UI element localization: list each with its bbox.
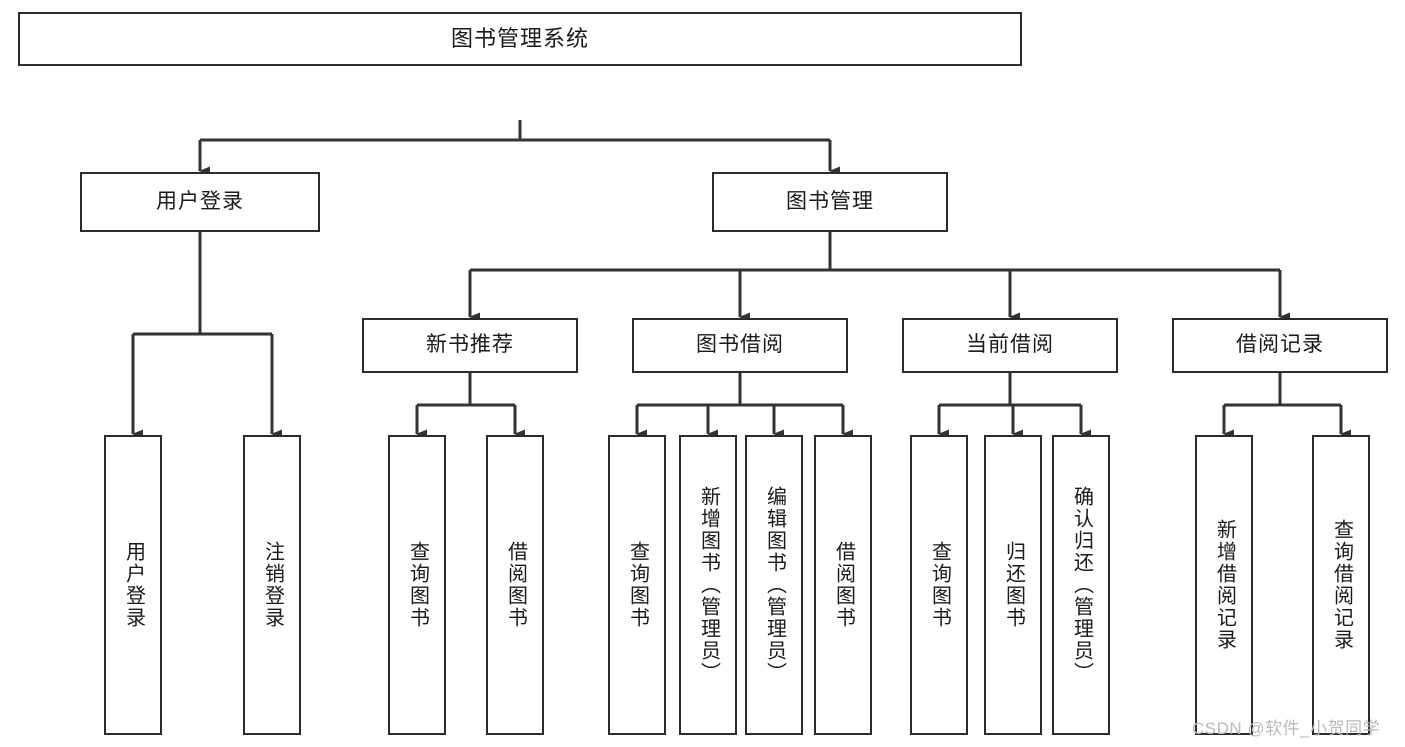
node-label: 用户登录 — [156, 189, 244, 213]
node-current-borrow[interactable]: 当前借阅 — [902, 318, 1118, 373]
node-leaf-add-record[interactable]: 新增借阅记录 — [1195, 435, 1253, 735]
node-label: 新书推荐 — [426, 333, 514, 357]
node-label: 借阅图书 — [504, 541, 527, 629]
node-label: 借阅记录 — [1236, 333, 1324, 357]
node-leaf-return-book[interactable]: 归还图书 — [984, 435, 1042, 735]
node-label: 借阅图书 — [832, 541, 855, 629]
edges-group — [131, 120, 1351, 439]
node-label: 编辑图书（管理员） — [763, 486, 786, 684]
node-leaf-user-login[interactable]: 用户登录 — [104, 435, 162, 735]
node-label: 当前借阅 — [966, 333, 1054, 357]
node-label: 归还图书 — [1002, 541, 1025, 629]
node-leaf-query-book-borrow[interactable]: 查询图书 — [608, 435, 666, 735]
node-new-book-recommend[interactable]: 新书推荐 — [362, 318, 578, 373]
csdn-watermark: CSDN @软件_小贺同学 — [1192, 719, 1381, 738]
node-label: 注销登录 — [261, 541, 284, 629]
node-label: 查询借阅记录 — [1330, 519, 1353, 651]
node-book-manage[interactable]: 图书管理 — [712, 172, 948, 232]
node-user-login[interactable]: 用户登录 — [80, 172, 320, 232]
node-label: 查询图书 — [406, 541, 429, 629]
node-leaf-query-record[interactable]: 查询借阅记录 — [1312, 435, 1370, 735]
node-book-borrow[interactable]: 图书借阅 — [632, 318, 848, 373]
node-label: 图书管理 — [786, 189, 874, 213]
node-borrow-record[interactable]: 借阅记录 — [1172, 318, 1388, 373]
node-leaf-query-book-current[interactable]: 查询图书 — [910, 435, 968, 735]
node-label: 用户登录 — [122, 541, 145, 629]
node-leaf-borrow-book-rec[interactable]: 借阅图书 — [486, 435, 544, 735]
node-leaf-borrow-book[interactable]: 借阅图书 — [814, 435, 872, 735]
node-leaf-query-book-rec[interactable]: 查询图书 — [388, 435, 446, 735]
node-label: 确认归还（管理员） — [1070, 486, 1093, 684]
node-leaf-confirm-return[interactable]: 确认归还（管理员） — [1052, 435, 1110, 735]
node-label: 图书管理系统 — [450, 26, 589, 52]
node-label: 新增借阅记录 — [1213, 519, 1236, 651]
node-label: 查询图书 — [626, 541, 649, 629]
node-leaf-add-book[interactable]: 新增图书（管理员） — [679, 435, 737, 735]
node-label: 新增图书（管理员） — [697, 486, 720, 684]
node-label: 图书借阅 — [696, 333, 784, 357]
node-leaf-logout[interactable]: 注销登录 — [243, 435, 301, 735]
node-label: 查询图书 — [928, 541, 951, 629]
node-leaf-edit-book[interactable]: 编辑图书（管理员） — [745, 435, 803, 735]
node-root[interactable]: 图书管理系统 — [18, 12, 1022, 66]
